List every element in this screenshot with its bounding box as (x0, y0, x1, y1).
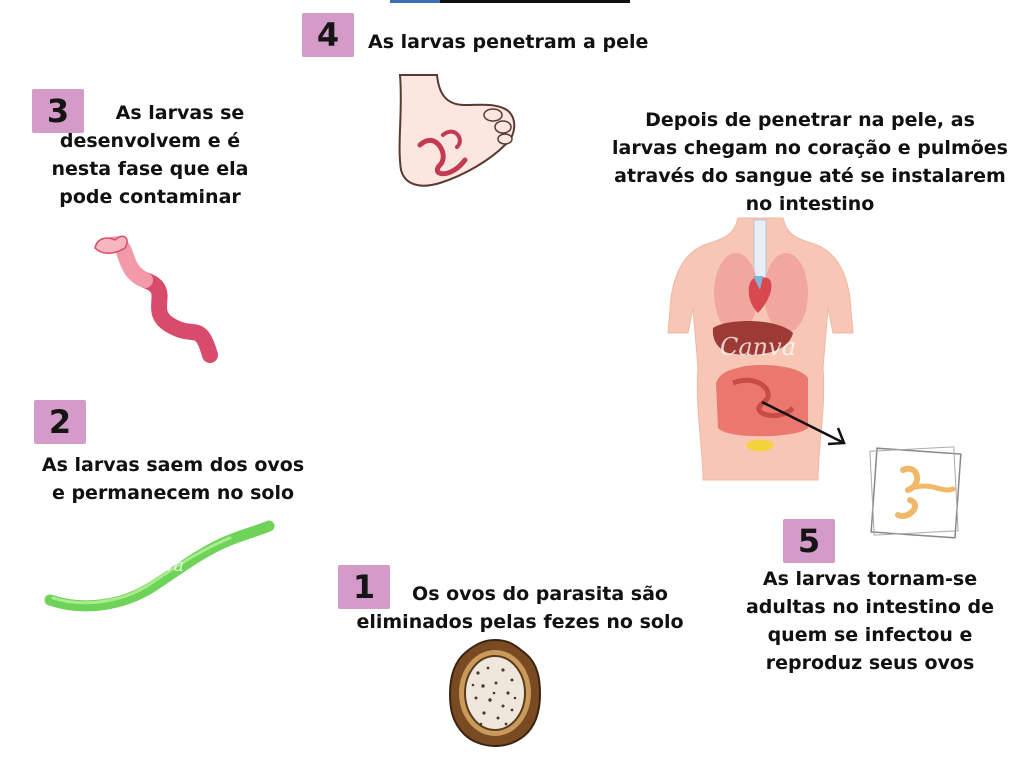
green-larva-icon (44, 520, 275, 612)
step-4-badge: 4 (302, 13, 354, 57)
step-1-badge: 1 (338, 565, 390, 609)
step-3-text: As larvas se desenvolvem e é nesta fase … (51, 102, 249, 208)
step-1-text: Os ovos do parasita são eliminados pelas… (356, 583, 684, 633)
step-5-badge: 5 (783, 519, 835, 563)
arrow-icon (761, 400, 846, 446)
watermark-body: Canva (720, 333, 796, 361)
watermark-larva: Canva (130, 556, 184, 576)
egg-icon (448, 638, 542, 748)
step-3-badge: 3 (32, 89, 84, 133)
adult-worms-icon (869, 446, 962, 539)
migration-annotation: Depois de penetrar na pele, as larvas ch… (612, 109, 1008, 215)
step-4-text: As larvas penetram a pele (368, 31, 649, 53)
step-2-text: As larvas saem dos ovos e permanecem no … (41, 454, 305, 504)
step-2-badge: 2 (34, 400, 86, 444)
foot-icon (398, 74, 516, 187)
human-body-icon (667, 217, 854, 481)
pink-larva-icon (94, 235, 218, 363)
step-5-text: As larvas tornam-se adultas no intestino… (745, 568, 995, 674)
top-rule (390, 0, 630, 3)
